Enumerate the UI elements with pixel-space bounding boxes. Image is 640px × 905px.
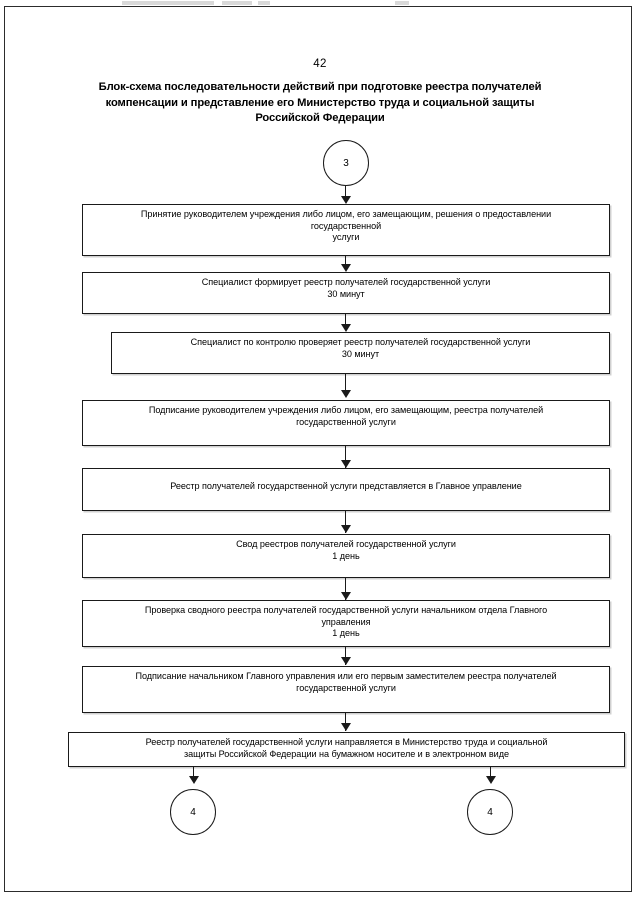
connector-arrowhead [341,196,351,204]
connector-circle-exit-right-label: 4 [487,806,493,818]
connector-circle-entry: 3 [323,140,369,186]
connector-circle-exit-left: 4 [170,789,216,835]
connector-line [345,647,346,665]
connector-circle-exit-left-label: 4 [190,806,196,818]
process-box-label: Реестр получателей государственной услуг… [145,737,548,759]
process-box-step-3: Специалист по контролю проверяет реестр … [111,332,610,374]
connector-arrowhead [341,390,351,398]
connector-arrowhead [486,776,496,784]
process-box-step-6: Свод реестров получателей государственно… [82,534,610,578]
process-box-label: Специалист по контролю проверяет реестр … [190,337,531,359]
connector-line [345,446,346,468]
process-box-step-1: Принятие руководителем учреждения либо л… [82,204,610,256]
connector-line [345,256,346,270]
process-box-step-4: Подписание руководителем учреждения либо… [82,400,610,446]
connector-arrowhead [341,264,351,272]
process-box-label: Подписание начальником Главного управлен… [135,671,557,693]
connector-arrowhead [341,592,351,600]
connector-line [345,713,346,731]
page-number: 42 [313,58,327,70]
process-box-step-5: Реестр получателей государственной услуг… [82,468,610,511]
connector-circle-exit-right: 4 [467,789,513,835]
connector-line [490,767,491,781]
process-box-label: Проверка сводного реестра получателей го… [144,605,548,639]
process-box-label: Специалист формирует реестр получателей … [201,277,491,299]
scan-artifact [258,1,270,5]
connector-arrowhead [189,776,199,784]
process-box-step-8: Подписание начальником Главного управлен… [82,666,610,713]
process-box-label: Свод реестров получателей государственно… [236,539,456,561]
connector-line [345,374,346,396]
scan-artifact [222,1,252,5]
process-box-label: Подписание руководителем учреждения либо… [148,405,544,427]
connector-arrowhead [341,460,351,468]
connector-arrowhead [341,657,351,665]
scan-artifact [395,1,409,5]
connector-circle-entry-label: 3 [343,157,349,169]
connector-arrowhead [341,723,351,731]
process-box-step-2: Специалист формирует реестр получателей … [82,272,610,314]
connector-line [193,767,194,781]
connector-arrowhead [341,324,351,332]
process-box-label: Реестр получателей государственной услуг… [170,481,522,491]
connector-arrowhead [341,525,351,533]
connector-line [345,314,346,330]
page-title: Блок-схема последовательности действий п… [98,81,542,124]
process-box-step-7: Проверка сводного реестра получателей го… [82,600,610,647]
connector-line [345,186,346,200]
process-box-step-9: Реестр получателей государственной услуг… [68,732,625,767]
connector-line [345,578,346,600]
scan-artifact [122,1,214,5]
connector-line [345,511,346,533]
process-box-label: Принятие руководителем учреждения либо л… [140,209,552,243]
